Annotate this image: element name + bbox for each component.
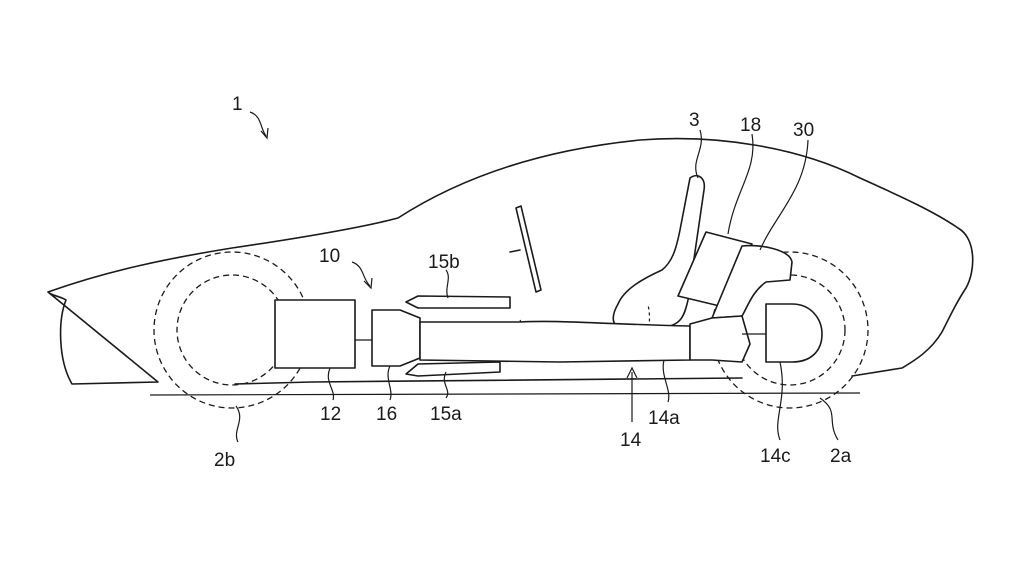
steering-wheel bbox=[509, 205, 542, 293]
bracket bbox=[711, 244, 793, 319]
propeller-shaft bbox=[419, 320, 691, 363]
label-powertrain: 10 bbox=[319, 246, 340, 267]
leader-14c bbox=[777, 361, 783, 441]
car-body-outline bbox=[47, 137, 974, 385]
leader-1-arrow bbox=[260, 127, 269, 140]
label-bracket: 30 bbox=[793, 120, 814, 141]
label-frame-lower: 15a bbox=[430, 404, 462, 425]
leader-12 bbox=[327, 367, 335, 401]
label-engine: 12 bbox=[320, 404, 341, 425]
leader-14-arrow bbox=[626, 366, 638, 379]
leader-2b bbox=[235, 405, 241, 443]
engine bbox=[274, 299, 356, 369]
leader-2a bbox=[819, 397, 839, 441]
leader-10 bbox=[351, 261, 371, 287]
seat bbox=[612, 174, 706, 329]
leader-3 bbox=[695, 129, 702, 179]
differential bbox=[765, 303, 823, 363]
label-transmission: 16 bbox=[376, 404, 397, 425]
label-differential: 14c bbox=[760, 446, 791, 467]
label-vehicle: 1 bbox=[232, 94, 243, 115]
leader-18 bbox=[727, 133, 754, 235]
rear-wheel-inner bbox=[176, 274, 288, 386]
leader-15b bbox=[445, 269, 449, 299]
leader-1 bbox=[249, 111, 267, 137]
leader-10-arrow bbox=[363, 277, 373, 290]
transmission bbox=[371, 309, 421, 367]
label-frame-upper: 15b bbox=[428, 252, 460, 273]
label-battery: 18 bbox=[740, 115, 761, 136]
label-front-wheel: 2a bbox=[830, 446, 852, 467]
leader-16 bbox=[387, 365, 392, 401]
frame-member-lower bbox=[405, 361, 501, 377]
leader-30 bbox=[759, 139, 809, 251]
shaft-coupling bbox=[689, 315, 751, 363]
label-propeller-shaft: 14 bbox=[620, 430, 642, 451]
leader-14a bbox=[662, 359, 670, 403]
label-shaft-member: 14a bbox=[648, 408, 680, 429]
frame-member-upper bbox=[405, 295, 511, 309]
rocker-line bbox=[149, 392, 861, 396]
label-seat: 3 bbox=[689, 110, 700, 131]
label-rear-wheel: 2b bbox=[214, 450, 235, 471]
leader-15a bbox=[443, 371, 449, 399]
